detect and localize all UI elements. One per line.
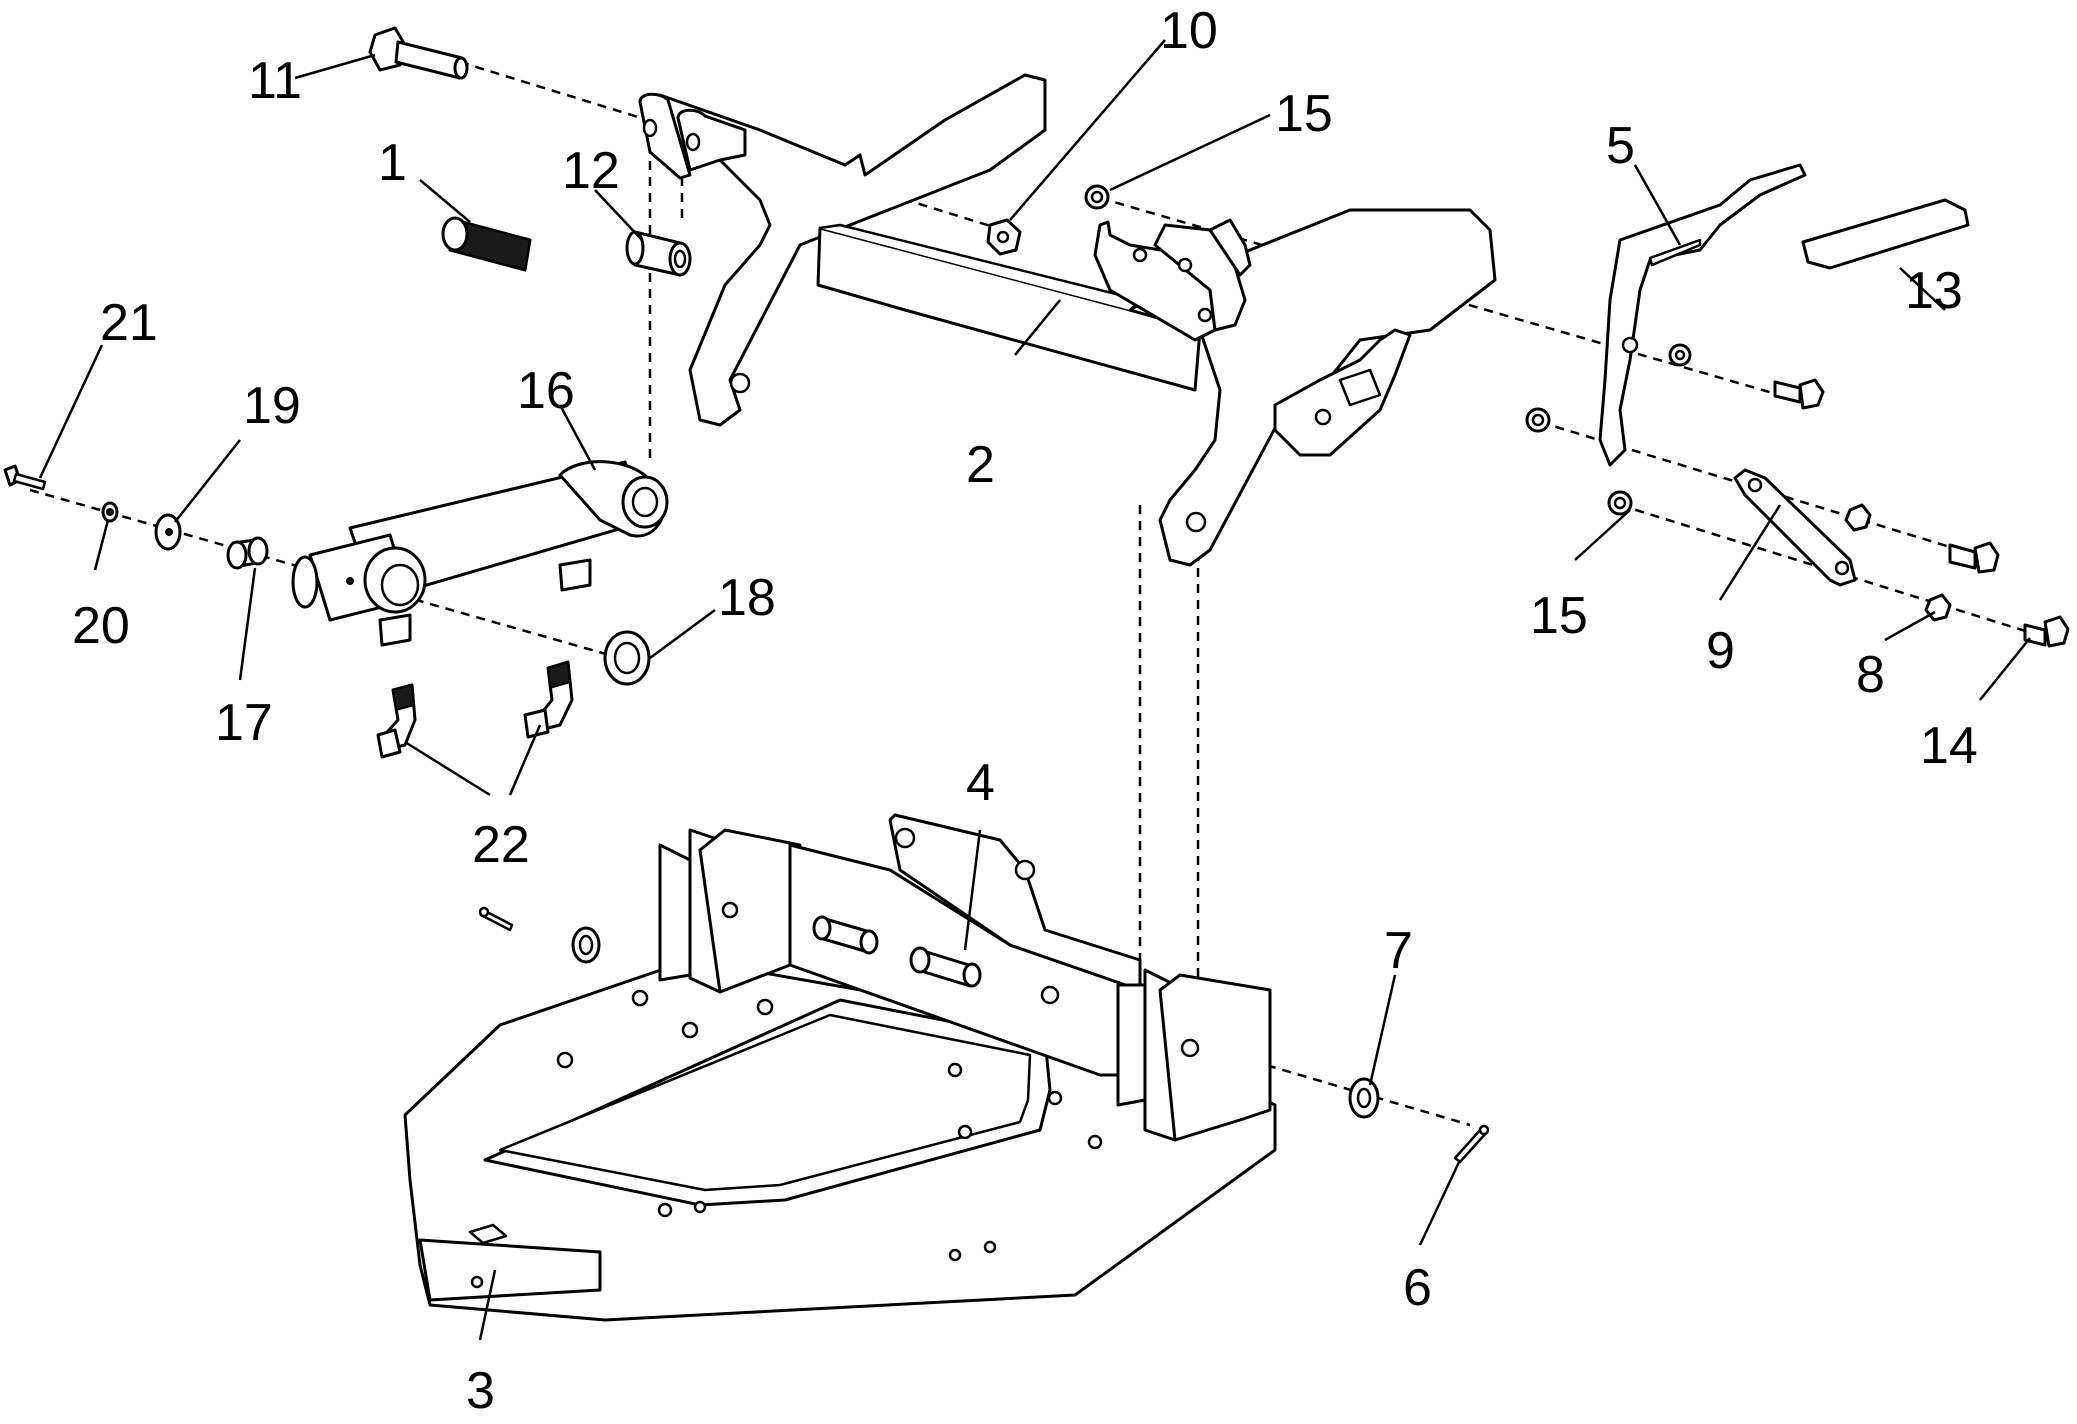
callout-4: 4 <box>966 754 995 812</box>
callout-13: 13 <box>1905 262 1963 320</box>
part-16-cylinder <box>291 460 669 647</box>
part-6-cotter-pin <box>1453 1124 1490 1164</box>
callout-15-lower: 15 <box>1530 587 1588 645</box>
callout-19: 19 <box>243 377 301 435</box>
callout-20: 20 <box>72 597 130 655</box>
part-1-spring <box>441 216 532 272</box>
base-plate-holes <box>556 989 1103 1262</box>
part-11-bolt <box>368 26 469 80</box>
callout-1: 1 <box>378 134 407 192</box>
part-2-lift-frame <box>638 73 1497 567</box>
right-side-hardware <box>1525 343 2070 648</box>
callout-15-upper: 15 <box>1275 85 1333 143</box>
callout-21: 21 <box>100 294 158 352</box>
part-4-pins <box>812 915 982 988</box>
callout-8: 8 <box>1856 646 1885 704</box>
left-clevis-pin-and-washer <box>478 906 601 964</box>
callout-17: 17 <box>215 694 273 752</box>
part-3-base-plate <box>403 813 1277 1322</box>
callout-14: 14 <box>1920 717 1978 775</box>
callout-9: 9 <box>1706 622 1735 680</box>
part-10-nut <box>986 218 1022 256</box>
callout-5: 5 <box>1606 117 1635 175</box>
part-5-bracket <box>1598 163 1807 467</box>
callout-10: 10 <box>1160 2 1218 60</box>
callout-12: 12 <box>562 142 620 200</box>
callout-2: 2 <box>966 436 995 494</box>
callout-16: 16 <box>517 362 575 420</box>
part-17-spacer <box>226 536 269 570</box>
callout-22: 22 <box>472 816 530 874</box>
callout-3: 3 <box>466 1362 495 1420</box>
part-22-fittings <box>376 660 574 759</box>
part-20-nut <box>101 501 119 523</box>
part-18-ring <box>603 630 651 686</box>
callout-labels: 1 2 3 4 5 6 7 8 9 10 11 12 13 14 15 15 1… <box>72 2 1978 1420</box>
leader-lines <box>38 39 2031 1341</box>
part-12-bushing <box>625 230 692 277</box>
part-21-bolt <box>3 464 47 491</box>
part-19-washer <box>154 513 182 551</box>
callout-11: 11 <box>248 52 302 110</box>
part-9-link <box>1733 468 1857 587</box>
part-13-pad <box>1801 198 1970 270</box>
callout-7: 7 <box>1384 922 1413 980</box>
part-7-washer <box>1348 1077 1380 1119</box>
callout-6: 6 <box>1403 1259 1432 1317</box>
part-15-upper-nut <box>1084 184 1110 210</box>
callout-18: 18 <box>718 569 776 627</box>
